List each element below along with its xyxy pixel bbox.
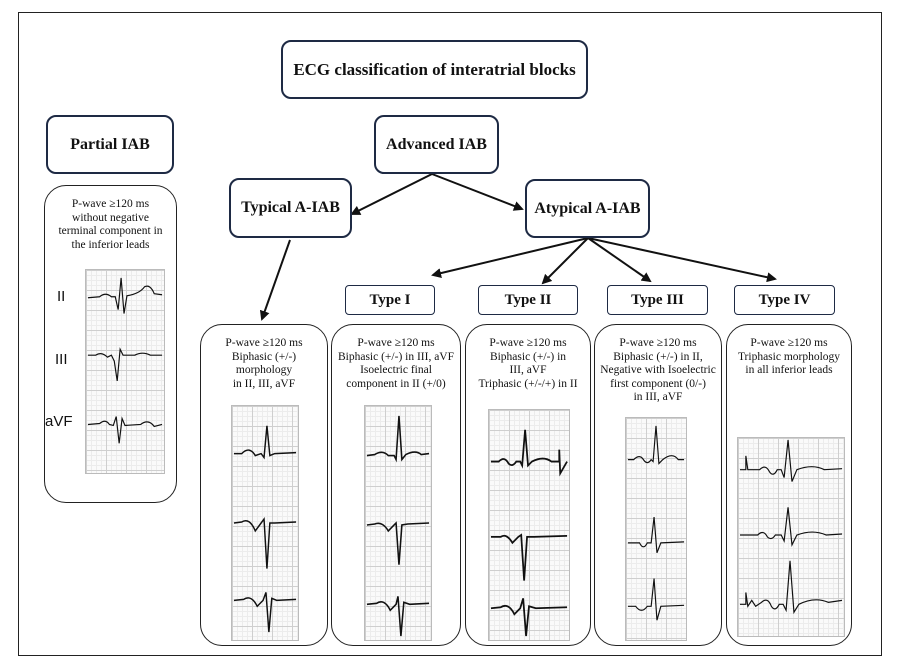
desc-line: in all inferior leads: [745, 364, 833, 376]
type-ii-ecg-strip: [488, 409, 570, 641]
arrow-advanced-to-typical: [350, 173, 433, 215]
type-iv-box: Type IV: [734, 285, 835, 315]
type-iv-description: P-wave ≥120 ms Triphasic morphology in a…: [731, 337, 847, 378]
arrow-atypical-to-type-ii: [541, 237, 589, 285]
desc-line: without negative: [72, 211, 149, 224]
type-iii-description: P-wave ≥120 ms Biphasic (+/-) in II, Neg…: [599, 337, 717, 405]
type-i-panel: P-wave ≥120 ms Biphasic (+/-) in III, aV…: [331, 324, 461, 646]
partial-iab-description: P-wave ≥120 ms without negative terminal…: [49, 198, 172, 252]
desc-line: P-wave ≥120 ms: [225, 337, 303, 349]
typical-a-iab-box: Typical A-IAB: [229, 178, 352, 238]
type-i-box: Type I: [345, 285, 435, 315]
lead-label-ii: II: [57, 288, 66, 305]
arrow-typical-to-panel: [259, 239, 291, 321]
partial-iab-ecg-strip: [85, 269, 165, 474]
figure-frame: [18, 12, 882, 656]
desc-line: in II, III, aVF: [232, 377, 296, 390]
typical-description: P-wave ≥120 ms Biphasic (+/-) morphology…: [205, 337, 323, 391]
type-iii-ecg-strip: [625, 417, 687, 641]
desc-line: Biphasic (+/-): [231, 350, 297, 363]
desc-line: P-wave ≥120 ms: [357, 337, 435, 349]
arrow-atypical-to-type-iv: [587, 237, 777, 283]
desc-line: component in II (+/0): [346, 377, 446, 390]
type-iv-panel: P-wave ≥120 ms Triphasic morphology in a…: [726, 324, 852, 646]
type-i-description: P-wave ≥120 ms Biphasic (+/-) in III, aV…: [336, 337, 456, 391]
advanced-iab-box: Advanced IAB: [374, 115, 499, 174]
desc-line: Negative with Isoelectric: [600, 364, 716, 376]
atypical-a-iab-box: Atypical A-IAB: [525, 179, 650, 238]
typical-ecg-strip: [231, 405, 299, 641]
type-ii-description: P-wave ≥120 ms Biphasic (+/-) in III, aV…: [470, 337, 586, 391]
typical-a-iab-panel: P-wave ≥120 ms Biphasic (+/-) morphology…: [200, 324, 328, 646]
desc-line: P-wave ≥120 ms: [71, 198, 150, 210]
lead-label-avf: aVF: [45, 413, 73, 430]
desc-line: Triphasic morphology: [737, 350, 841, 363]
type-ii-panel: P-wave ≥120 ms Biphasic (+/-) in III, aV…: [465, 324, 591, 646]
arrow-advanced-to-atypical: [431, 173, 524, 211]
type-iv-ecg-strip: [737, 437, 845, 637]
lead-label-iii: III: [55, 351, 68, 368]
type-iii-panel: P-wave ≥120 ms Biphasic (+/-) in II, Neg…: [594, 324, 722, 646]
desc-line: Biphasic (+/-) in: [489, 350, 567, 363]
desc-line: morphology: [235, 364, 293, 376]
type-iii-box: Type III: [607, 285, 708, 315]
type-i-ecg-strip: [364, 405, 432, 641]
desc-line: in III, aVF: [633, 391, 683, 403]
desc-line: P-wave ≥120 ms: [489, 337, 567, 349]
partial-iab-box: Partial IAB: [46, 115, 174, 174]
desc-line: P-wave ≥120 ms: [750, 337, 828, 349]
desc-line: Isoelectric final: [360, 364, 432, 376]
arrow-atypical-to-type-i: [431, 237, 589, 279]
desc-line: Biphasic (+/-) in II,: [613, 350, 703, 363]
desc-line: first component (0/-): [610, 377, 706, 390]
desc-line: Biphasic (+/-) in III, aVF: [337, 350, 455, 363]
desc-line: the inferior leads: [71, 238, 150, 251]
arrow-atypical-to-type-iii: [587, 237, 652, 283]
diagram-title: ECG classification of interatrial blocks: [281, 40, 588, 99]
desc-line: P-wave ≥120 ms: [619, 337, 697, 349]
desc-line: terminal component in: [58, 225, 163, 237]
partial-iab-panel: P-wave ≥120 ms without negative terminal…: [44, 185, 177, 503]
desc-line: III, aVF: [509, 364, 547, 376]
type-ii-box: Type II: [478, 285, 578, 315]
desc-line: Triphasic (+/-/+) in II: [478, 377, 578, 390]
